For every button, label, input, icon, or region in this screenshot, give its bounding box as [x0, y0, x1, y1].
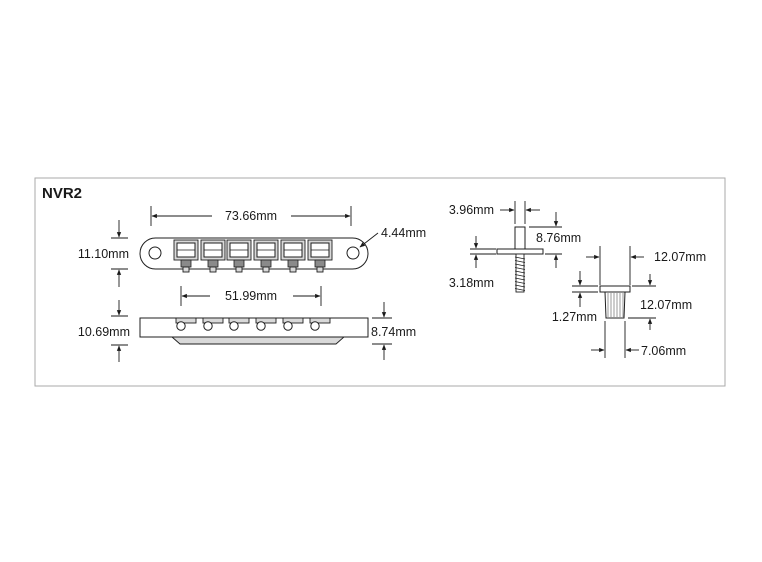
dimension-bushing-top: 12.07mm [628, 274, 692, 330]
dimension-label: 10.69mm [78, 325, 130, 339]
dimension-top-width: 73.66mm [150, 206, 352, 226]
dimension-bushing-height: 12.07mm [586, 246, 706, 285]
saddle-side-1 [175, 317, 197, 331]
dimension-label: 8.74mm [371, 325, 416, 339]
saddle-group [175, 317, 331, 331]
saddle-side-6 [309, 317, 331, 331]
saddle-2 [200, 239, 226, 273]
saddle-1 [173, 239, 199, 273]
diagram-border [34, 177, 726, 387]
saddle-side-3 [228, 317, 250, 331]
bridge-side-view [139, 317, 369, 345]
dimension-top-height: 11.10mm [78, 220, 129, 287]
diagram-title: NVR2 [42, 185, 82, 202]
saddle-3 [226, 239, 252, 273]
dimension-stud-length: 8.76mm [529, 212, 581, 268]
dimension-label: 4.44mm [381, 226, 426, 240]
dimension-label: 12.07mm [654, 250, 706, 264]
dimension-label: 7.06mm [641, 344, 686, 358]
mounting-hole-left [148, 246, 162, 260]
dimension-saddle-spacing: 51.99mm [180, 286, 322, 306]
dimension-label: 73.66mm [225, 209, 277, 223]
mounting-hole-right [346, 246, 360, 260]
dimension-stud-diameter: 3.96mm [449, 201, 540, 224]
dimension-label: 8.76mm [536, 231, 581, 245]
dimension-hole: 4.44mm [359, 226, 426, 248]
bushing-drawing [599, 285, 631, 319]
saddle-4 [253, 239, 279, 273]
saddle-5 [280, 239, 306, 273]
dimension-stud-thread: 3.18mm [449, 236, 496, 290]
saddle-side-4 [255, 317, 277, 331]
dimension-bushing-width: 7.06mm [591, 321, 686, 358]
dimension-side-height: 10.69mm [78, 300, 130, 362]
dimension-label: 3.18mm [449, 276, 494, 290]
dimension-bushing-flange: 1.27mm [552, 271, 598, 324]
saddle-side-2 [202, 317, 224, 331]
saddle-6 [307, 239, 333, 273]
dimension-label: 51.99mm [225, 289, 277, 303]
saddle-group [173, 239, 333, 273]
saddle-side-5 [282, 317, 304, 331]
dimension-label: 3.96mm [449, 203, 494, 217]
dimension-body-height: 8.74mm [371, 302, 416, 360]
dimension-label: 11.10mm [78, 247, 129, 261]
bridge-top-view [139, 237, 369, 273]
stud-drawing [496, 226, 544, 293]
dimension-label: 12.07mm [640, 298, 692, 312]
dimension-label: 1.27mm [552, 310, 597, 324]
